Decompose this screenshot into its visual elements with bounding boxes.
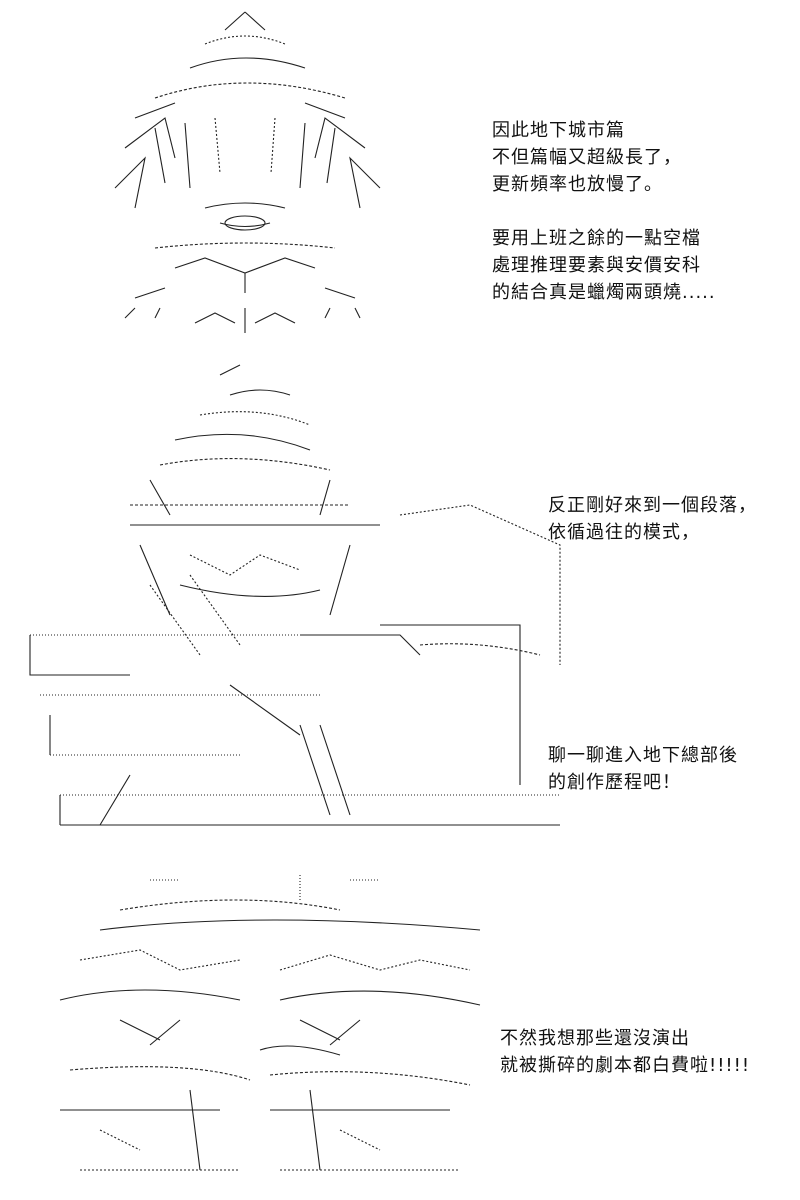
caption-line: 不但篇幅又超級長了， [492,147,682,168]
panel-2: 反正剛好來到一個段落， 依循過往的模式， 聊一聊進入地下總部後 的創作歷程吧！ [0,345,800,845]
caption-block-3: 不然我想那些還沒演出 就被撕碎的劇本都白費啦!!!!! [500,1025,750,1079]
caption-line: 處理推理要素與安價安科 [492,255,701,276]
caption-line: 要用上班之餘的一點空檔 [492,228,701,249]
caption-line: 因此地下城市篇 [492,120,625,141]
caption-line: 依循過往的模式， [548,522,700,543]
ascii-art-character-on-steps [0,355,580,835]
caption-line: 不然我想那些還沒演出 [500,1028,690,1049]
panel-1: 因此地下城市篇 不但篇幅又超級長了， 更新頻率也放慢了。 要用上班之餘的一點空檔… [0,0,800,345]
caption-block-2b: 聊一聊進入地下總部後 的創作歷程吧！ [548,742,738,796]
caption-block-2a: 反正剛好來到一個段落， 依循過往的模式， [548,492,757,546]
panel-3: 不然我想那些還沒演出 就被撕碎的劇本都白費啦!!!!! [0,845,800,1200]
caption-line: 的創作歷程吧！ [548,772,681,793]
caption-line: 反正剛好來到一個段落， [548,495,757,516]
caption-line: 更新頻率也放慢了。 [492,174,663,195]
caption-line: 聊一聊進入地下總部後 [548,745,738,766]
ascii-art-character-bust [95,8,395,338]
caption-line: 的結合真是蠟燭兩頭燒..... [492,282,716,303]
caption-line: 就被撕碎的劇本都白費啦!!!!! [500,1055,751,1076]
ascii-art-crowd-scene [40,870,500,1190]
caption-block-1: 因此地下城市篇 不但篇幅又超級長了， 更新頻率也放慢了。 要用上班之餘的一點空檔… [492,117,716,306]
